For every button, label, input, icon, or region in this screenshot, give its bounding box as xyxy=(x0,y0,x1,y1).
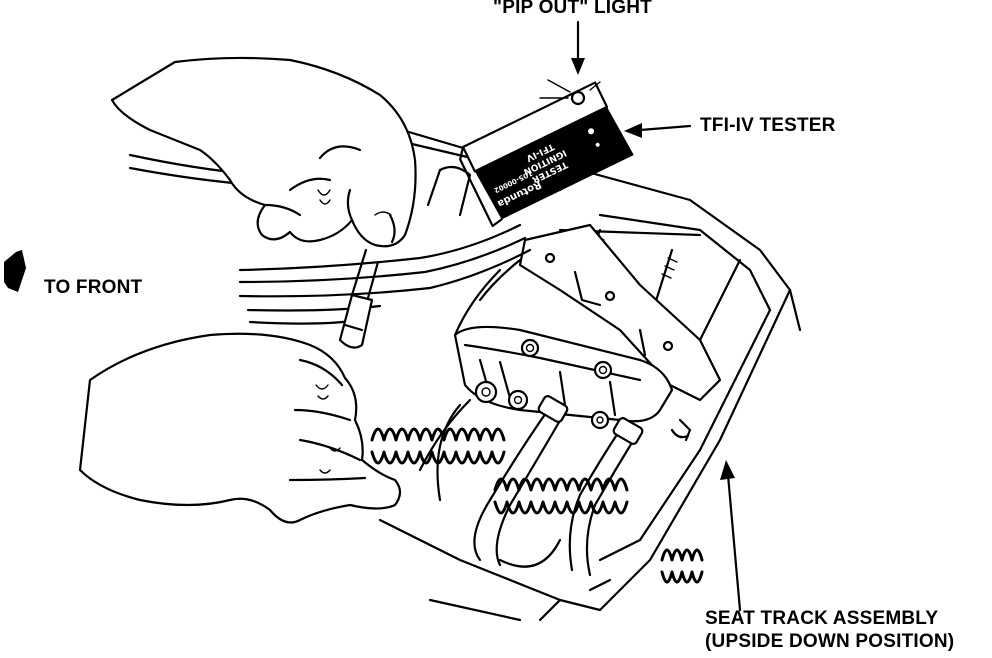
tfi-iv-tester: TFI-IV IGNITION TESTER Rotunda 105-00002 xyxy=(459,81,634,228)
tester-arrow-head-icon xyxy=(624,123,642,138)
lower-hand xyxy=(78,332,402,524)
tfi-tester-label: TFI-IV TESTER xyxy=(700,115,836,136)
drive-cables xyxy=(418,395,644,577)
tester-probe xyxy=(338,248,380,349)
seat-track-frame xyxy=(378,123,802,622)
to-front-label: TO FRONT xyxy=(44,277,143,298)
seat-track-label-line1: SEAT TRACK ASSEMBLY xyxy=(705,608,939,629)
upper-hand xyxy=(110,56,417,248)
pip-arrow-head-icon xyxy=(571,58,585,75)
pip-out-light-label: "PIP OUT" LIGHT xyxy=(493,0,652,18)
pip-out-light-indicator xyxy=(539,79,601,106)
motor-housing xyxy=(453,258,674,430)
leader-lines xyxy=(571,20,742,612)
coil-springs xyxy=(370,427,704,584)
seat-track-label-line2: (UPSIDE DOWN POSITION) xyxy=(705,631,955,652)
seat-track-arrow-head-icon xyxy=(720,460,735,480)
to-front-arrow-icon xyxy=(4,250,26,292)
mounting-bracket xyxy=(518,223,722,402)
